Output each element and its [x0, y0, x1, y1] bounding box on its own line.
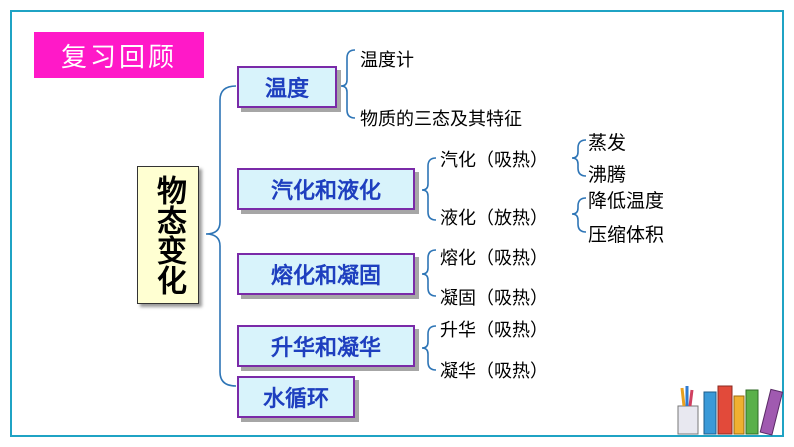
item-boiling: 沸腾 — [588, 164, 627, 186]
evaporation-bracket — [571, 139, 587, 177]
item-solidification: 凝固（吸热） — [440, 288, 548, 309]
category-water-cycle: 水循环 — [237, 376, 355, 418]
melting-bracket — [421, 249, 437, 297]
category-melting: 熔化和凝固 — [237, 253, 415, 295]
item-three-states: 物质的三态及其特征 — [360, 109, 522, 130]
item-thermometer: 温度计 — [360, 50, 414, 71]
category-vaporization: 汽化和液化 — [237, 168, 415, 210]
item-vaporize: 蒸发 — [588, 132, 627, 154]
item-sublimation: 升华（吸热） — [440, 320, 548, 341]
review-title: 复习回顾 — [34, 32, 204, 78]
item-desublimation: 凝华（吸热） — [440, 361, 548, 382]
slide-frame — [10, 10, 784, 437]
books-decoration-icon — [677, 385, 784, 436]
category-sublimation: 升华和凝华 — [237, 325, 415, 367]
category-temperature: 温度 — [237, 66, 337, 108]
root-topic: 物态变化 — [137, 166, 199, 304]
vaporization-bracket — [421, 157, 437, 221]
main-bracket — [205, 85, 237, 387]
liquefaction-bracket — [571, 197, 587, 233]
temperature-bracket — [340, 49, 356, 119]
item-melting: 熔化（吸热） — [440, 248, 548, 269]
sublimation-bracket — [421, 325, 437, 371]
item-compress-volume: 压缩体积 — [588, 224, 665, 246]
item-lower-temperature: 降低温度 — [588, 190, 665, 212]
item-evaporation: 汽化（吸热） — [440, 150, 548, 171]
item-liquefaction: 液化（放热） — [440, 208, 548, 229]
